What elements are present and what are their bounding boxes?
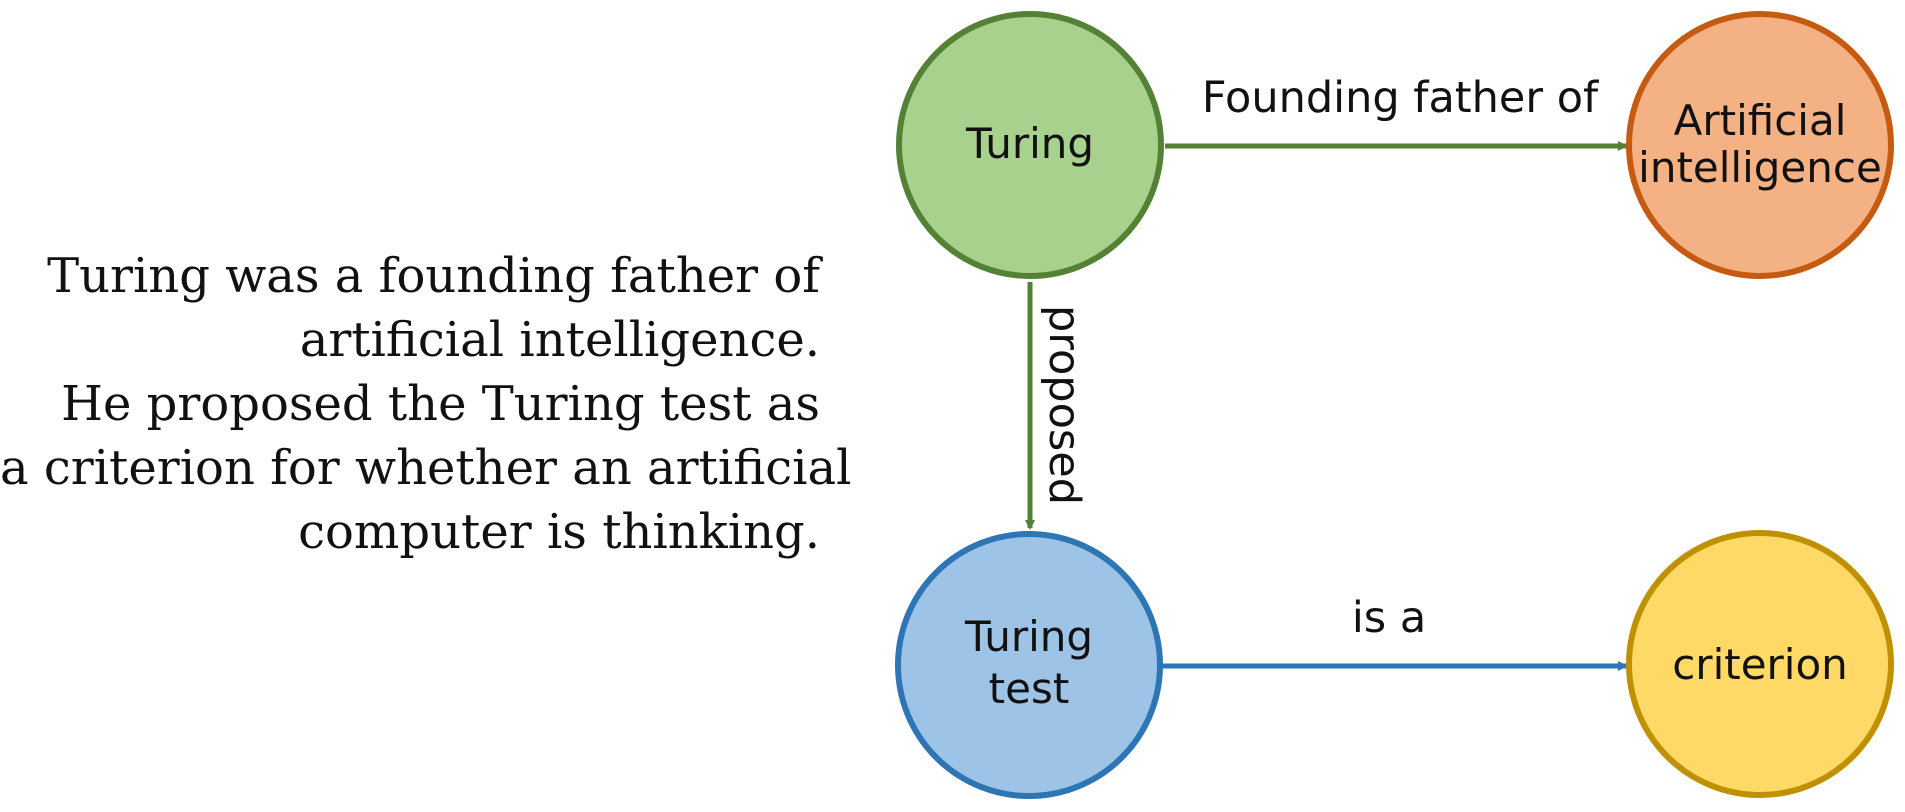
caption-line: Turing was a founding father of	[47, 248, 820, 304]
caption-line: artificial intelligence.	[299, 312, 820, 368]
node-label: Turing	[964, 612, 1093, 661]
node-circle	[896, 11, 1164, 279]
edge-label: is a	[1352, 593, 1426, 643]
edge-label: proposed	[1039, 305, 1089, 505]
edge-proposed: proposed	[1025, 282, 1089, 530]
node-label: Artificial	[1674, 96, 1847, 145]
node-label: test	[989, 664, 1070, 713]
node-criterion: criterion	[1626, 530, 1894, 798]
caption-line: computer is thinking.	[298, 504, 820, 560]
node-circle	[1626, 530, 1894, 798]
node-circle	[895, 531, 1163, 799]
node-label: Turing	[965, 119, 1094, 168]
node-circle	[1626, 11, 1894, 279]
node-label: criterion	[1672, 640, 1848, 689]
caption-line: He proposed the Turing test as	[61, 376, 820, 432]
caption-line: a criterion for whether an artificial	[0, 440, 852, 496]
node-label: intelligence	[1638, 143, 1882, 192]
node-turing: Turing	[896, 11, 1164, 279]
edge-founding-father: Founding father of	[1165, 73, 1628, 151]
edge-label: Founding father of	[1202, 73, 1599, 123]
node-artificial-intelligence: Artificial intelligence	[1626, 11, 1894, 279]
caption-text: Turing was a founding father of artifici…	[0, 244, 852, 564]
node-turing-test: Turing test	[895, 531, 1163, 799]
edge-is-a: is a	[1163, 593, 1628, 671]
